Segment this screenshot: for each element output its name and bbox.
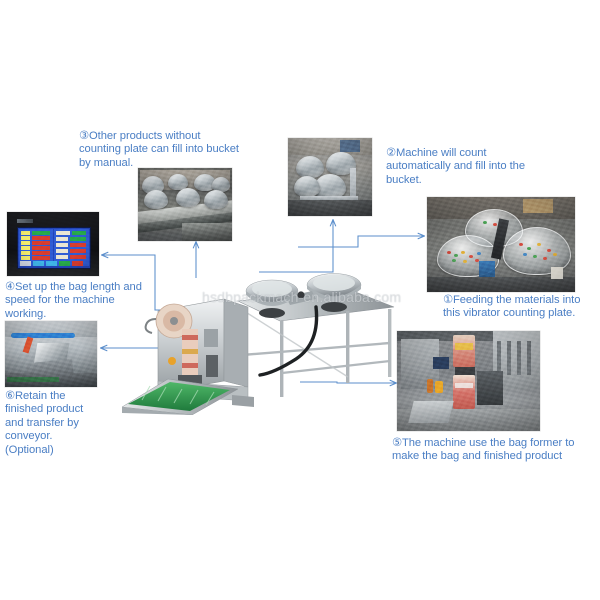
- callout-1-text: ①Feeding the materials into this vibrato…: [443, 294, 581, 320]
- callout-5-text: ⑤The machine use the bag former to make …: [392, 437, 575, 463]
- finished-product-conveyor-photo: [5, 321, 97, 387]
- link-to-callout-1: [298, 236, 424, 248]
- callout-2-text: ②Machine will count automatically and fi…: [386, 147, 525, 186]
- callout-6-text: ⑥Retain the finished product and transfe…: [5, 390, 84, 456]
- vibrator-counting-plate-photo: [427, 197, 575, 292]
- callout-3-text: ③Other products without counting plate c…: [79, 130, 239, 169]
- counting-bucket-photo: [288, 138, 372, 216]
- manual-fill-bucket-photo: [138, 168, 232, 241]
- bag-former-photo: [397, 331, 540, 431]
- packing-machine: [121, 273, 395, 415]
- hmi-touchscreen-photo: [7, 212, 99, 276]
- callout-4-text: ④Set up the bag length and speed for the…: [5, 281, 142, 320]
